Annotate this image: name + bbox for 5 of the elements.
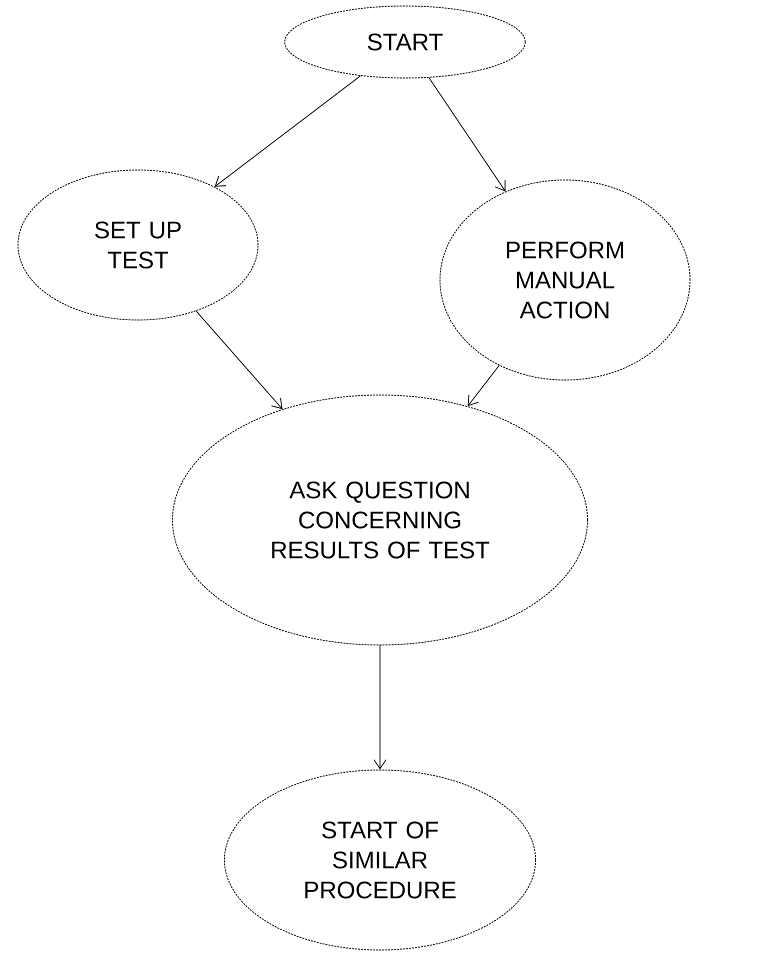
arrow	[374, 645, 386, 770]
arrow	[196, 310, 282, 410]
arrow	[468, 365, 500, 406]
arrow	[214, 75, 361, 187]
arrow	[428, 77, 506, 192]
